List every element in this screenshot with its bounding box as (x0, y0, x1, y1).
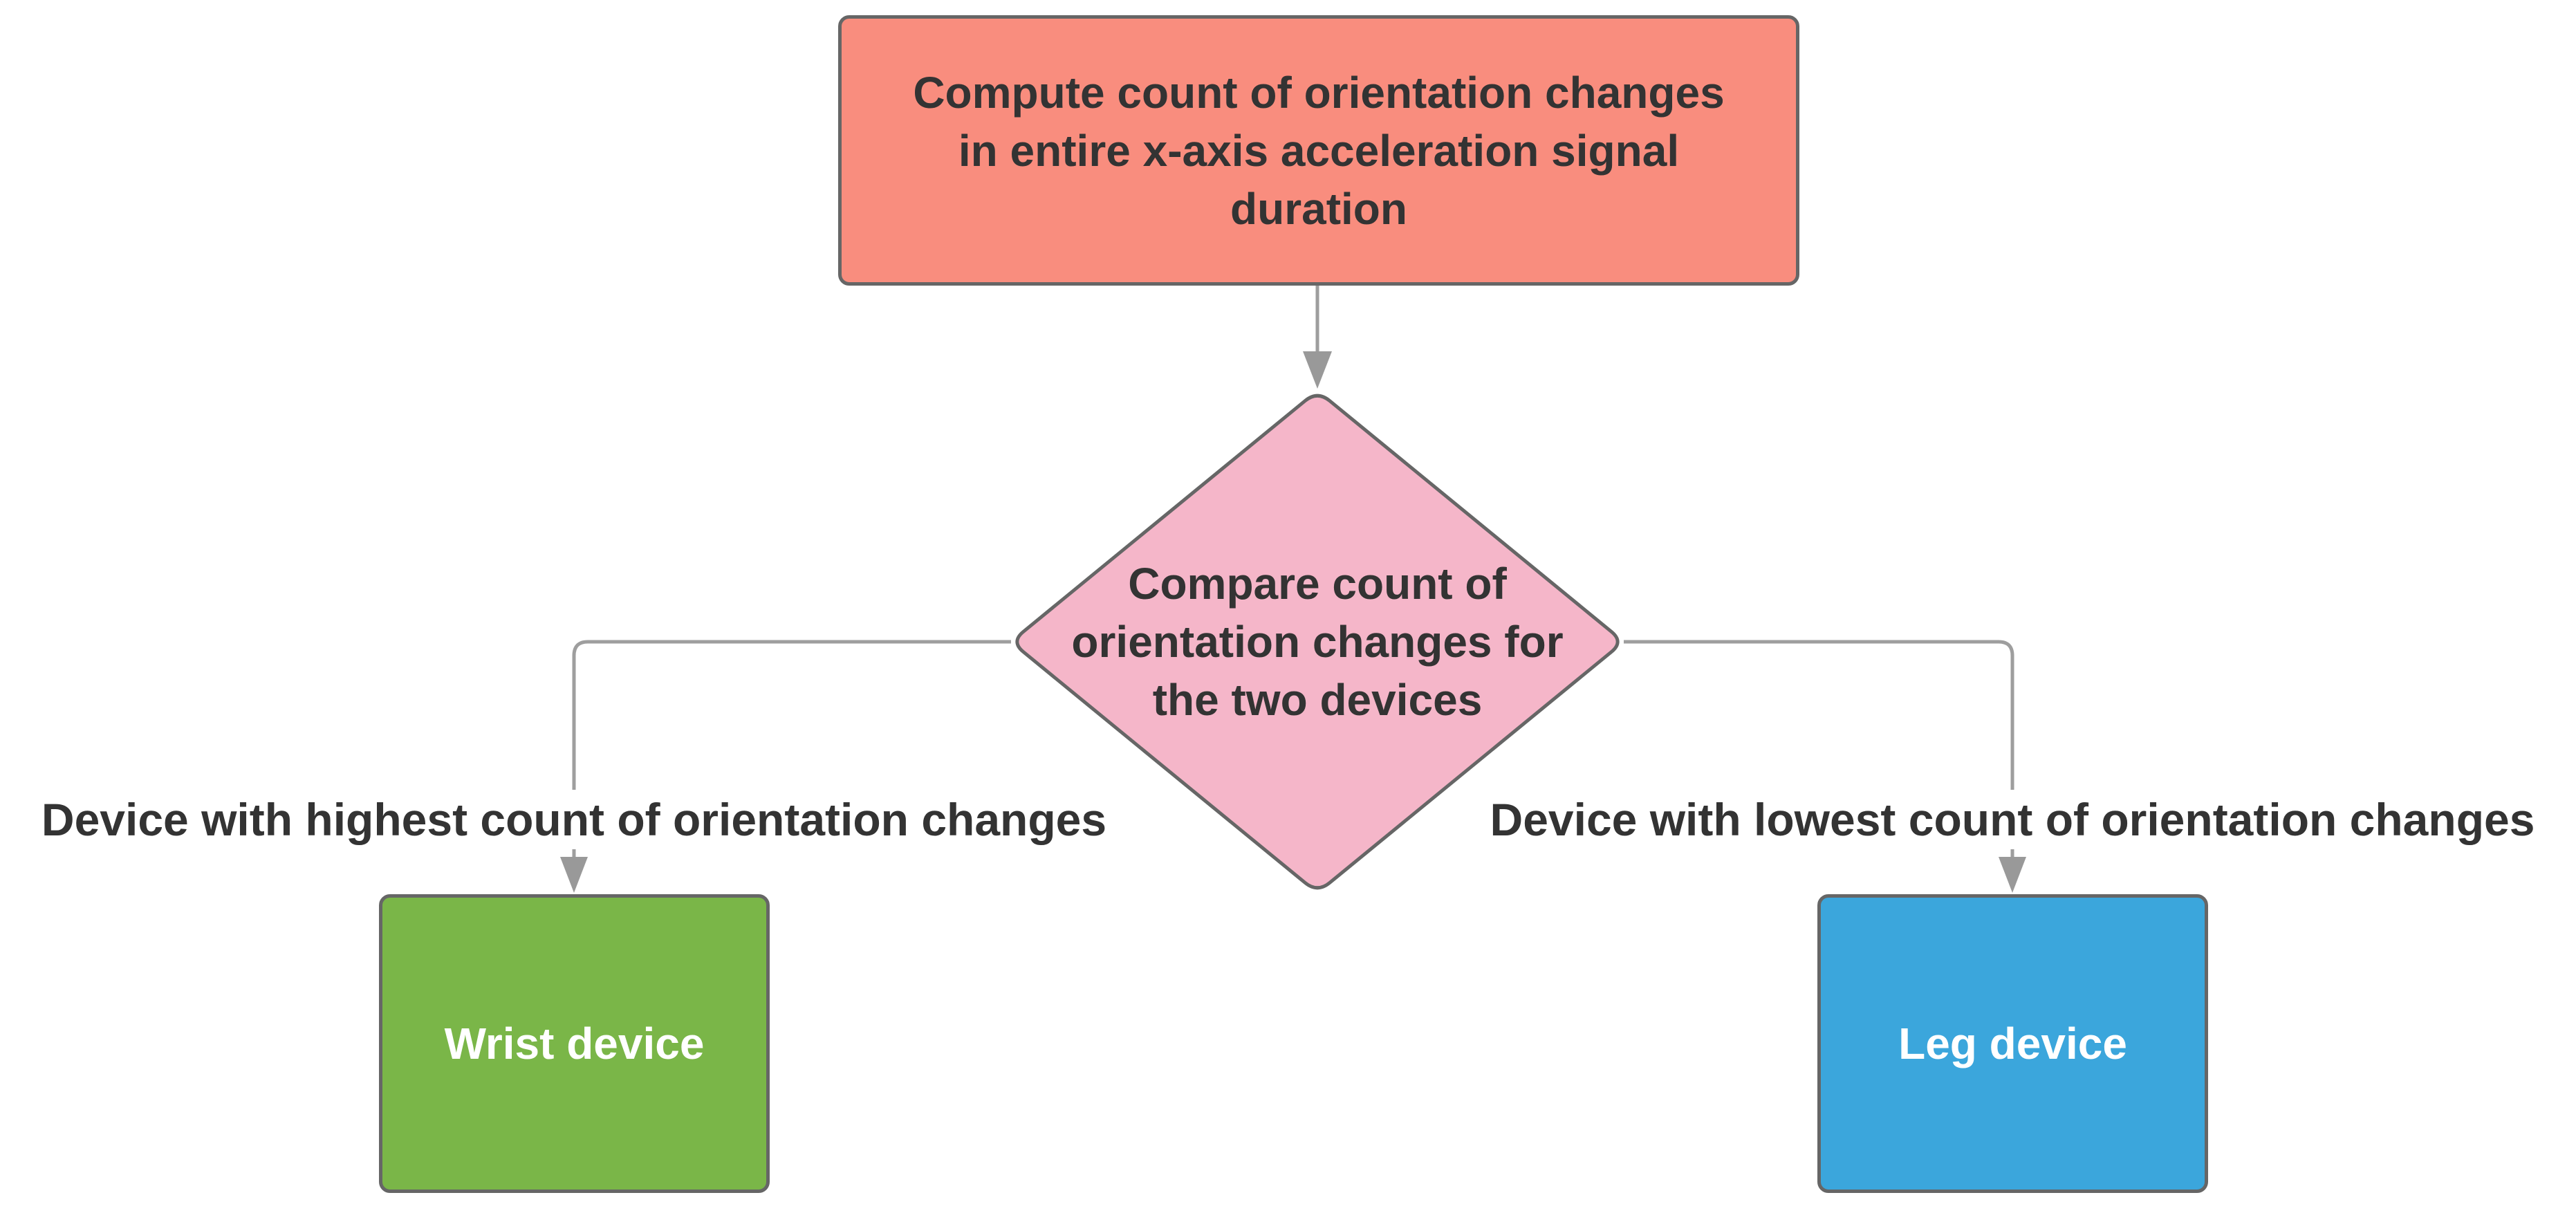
compare-decision-diamond (1015, 394, 1620, 890)
compute-step-node: Compute count of orientation changes in … (838, 15, 1799, 286)
edge-label-highest-count: Device with highest count of orientation… (35, 790, 1113, 849)
compute-step-text-line: in entire x-axis acceleration signal (958, 125, 1680, 176)
compute-step-text-line: Compute count of orientation changes (913, 67, 1725, 118)
connector-compare-to-wrist (572, 640, 1011, 858)
wrist-device-label: Wrist device (444, 1019, 705, 1068)
connector-compare-to-leg (1624, 640, 2014, 858)
wrist-device-node: Wrist device (379, 894, 770, 1193)
arrowhead-into-wrist (560, 857, 588, 893)
edge-label-lowest-count: Device with lowest count of orientation … (1484, 790, 2541, 849)
arrowhead-into-compare (1303, 351, 1332, 389)
leg-device-label: Leg device (1898, 1019, 2127, 1068)
compute-step-text-line: duration (1230, 183, 1407, 234)
leg-device-node: Leg device (1817, 894, 2208, 1193)
arrowhead-into-leg (1999, 857, 2026, 893)
